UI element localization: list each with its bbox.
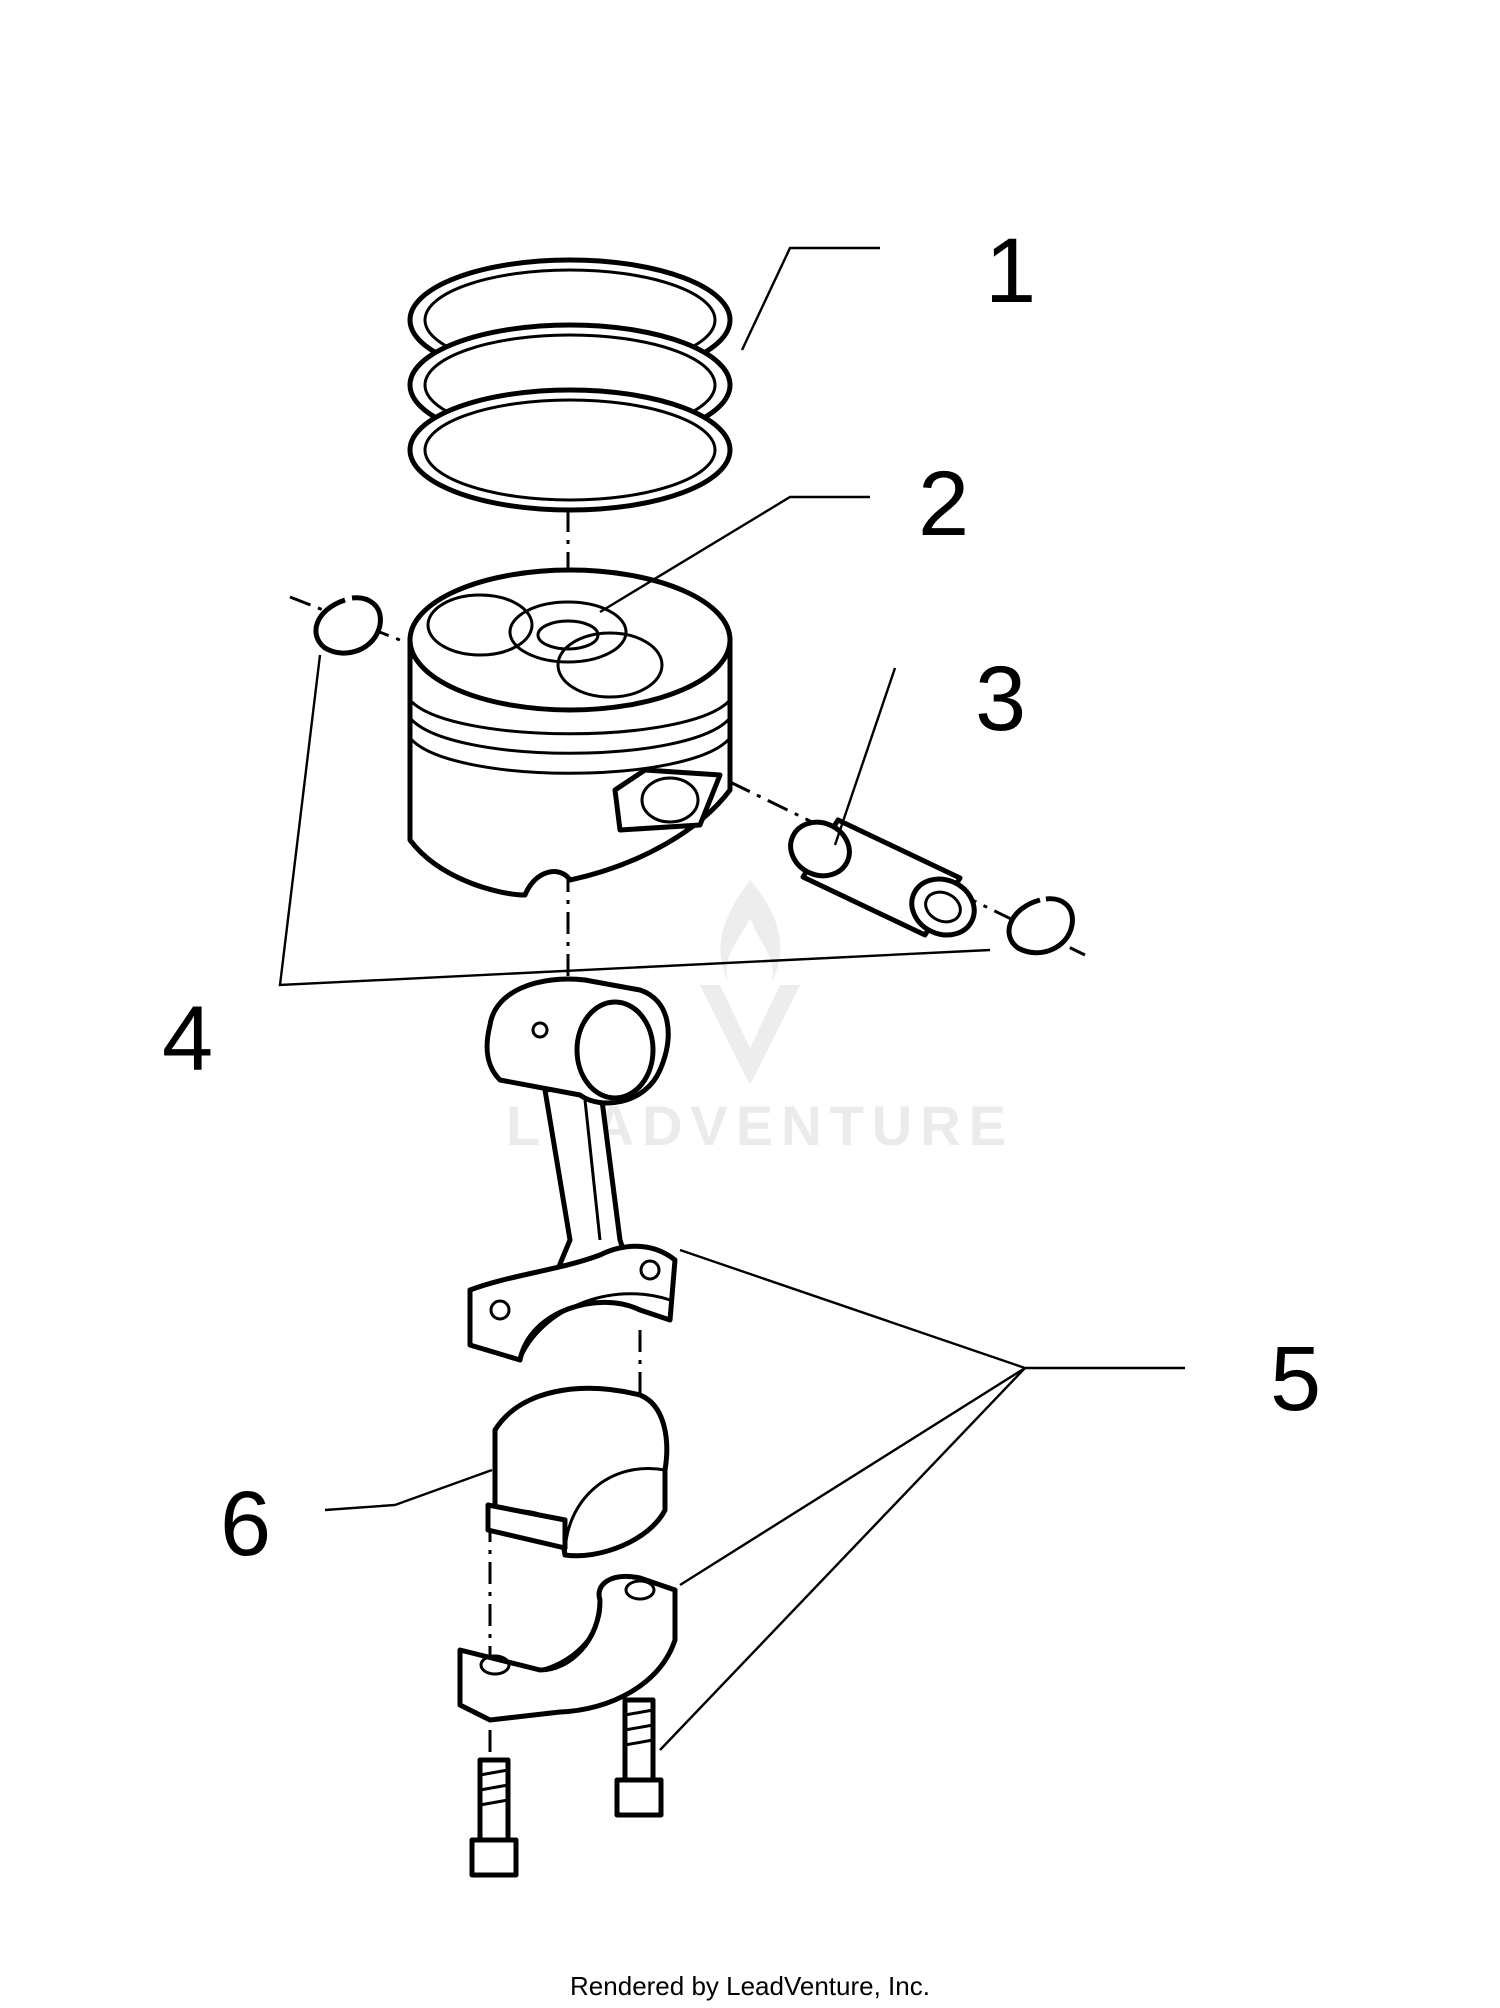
connecting-rod-cap xyxy=(457,1574,678,1723)
callout-labels: 1 2 3 4 5 6 xyxy=(162,220,1321,1575)
connecting-rod xyxy=(467,976,678,1363)
piston-crown xyxy=(407,567,733,713)
leader-lines xyxy=(278,246,1185,1751)
connecting-rod-beam-channel xyxy=(583,1099,602,1241)
piston-ring-groove-3 xyxy=(408,737,732,775)
connecting-rod-oil-hole xyxy=(531,1021,549,1039)
bearing-shell-tab xyxy=(485,1502,568,1551)
piston-ring-groove-1 xyxy=(408,698,732,736)
callout-3: 3 xyxy=(975,648,1026,750)
piston-rings xyxy=(407,257,733,513)
callout-6: 6 xyxy=(220,1473,271,1575)
piston-ring-bottom xyxy=(407,387,733,513)
piston-pin-boss xyxy=(612,767,723,833)
connecting-rod-small-end-bore xyxy=(574,999,656,1101)
render-credit: Rendered by LeadVenture, Inc. xyxy=(570,1971,930,2001)
leader-1 xyxy=(740,246,880,351)
rod-bolt-left-head xyxy=(469,1837,519,1878)
leader-5-cap xyxy=(679,1366,1026,1587)
piston-valve-pocket-left xyxy=(426,593,534,657)
piston-valve-pocket-right xyxy=(556,631,664,699)
piston-pin xyxy=(788,817,977,938)
leader-5-bolt xyxy=(659,1367,1026,1751)
callout-4: 4 xyxy=(162,988,213,1090)
leader-4 xyxy=(278,654,991,987)
callout-5: 5 xyxy=(1270,1328,1321,1430)
callout-1: 1 xyxy=(985,220,1036,322)
circlip-left xyxy=(313,595,383,656)
rod-bolts xyxy=(469,1697,664,1878)
connecting-rod-cap-hole-left xyxy=(479,1654,511,1676)
connecting-rod-cap-arc xyxy=(539,1599,603,1672)
callout-2: 2 xyxy=(918,453,969,555)
connecting-rod-cap-hole-right xyxy=(624,1579,656,1601)
bearing-shell xyxy=(485,1385,670,1559)
piston-pin-end-near xyxy=(909,876,977,938)
circlips xyxy=(313,595,1075,956)
rod-bolt-left-thread xyxy=(479,1768,509,1807)
connecting-rod-big-end-arc xyxy=(518,1292,671,1361)
circlip-right xyxy=(1006,896,1075,956)
leader-2 xyxy=(599,495,870,614)
piston-combustion-bowl xyxy=(508,600,628,664)
leader-5-rod xyxy=(679,1248,1026,1370)
piston-ring-groove-2 xyxy=(408,717,732,755)
connecting-rod-cap-body xyxy=(457,1574,678,1723)
piston-ring-bottom-inner xyxy=(423,398,717,502)
piston-pin-bore xyxy=(640,776,700,824)
piston-pin-end-far xyxy=(788,819,852,879)
piston-combustion-bowl-inner xyxy=(536,619,600,651)
leader-6 xyxy=(324,1468,493,1512)
piston xyxy=(407,567,733,898)
connecting-rod-big-end-upper xyxy=(467,1243,678,1363)
leader-3 xyxy=(833,667,897,846)
watermark-logo-icon xyxy=(700,880,800,1085)
piston-pin-end-near-bore xyxy=(924,890,962,924)
connecting-rod-bolt-hole-right xyxy=(639,1259,661,1281)
rod-bolt-right-head xyxy=(614,1777,664,1818)
rod-bolt-right-thread xyxy=(624,1708,654,1747)
connecting-rod-bolt-hole-left xyxy=(489,1299,511,1321)
